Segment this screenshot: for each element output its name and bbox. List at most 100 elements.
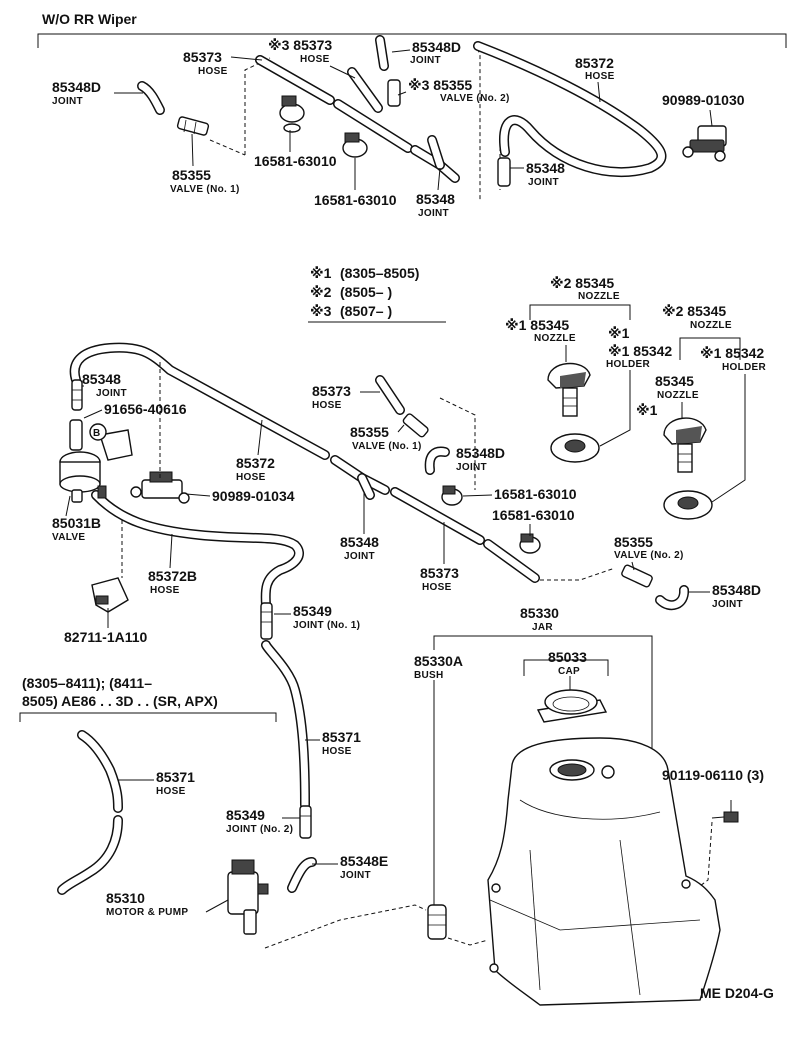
leader-line xyxy=(397,424,405,433)
label-star1-top: ※1 xyxy=(608,325,630,341)
check-valve-90989-01034 xyxy=(130,471,190,504)
label-85355-top-desc: VALVE (No. 1) xyxy=(170,184,240,195)
hose-85373-top-c xyxy=(347,67,383,113)
leader-line xyxy=(329,65,356,79)
check-valve-90989-01030 xyxy=(682,125,727,162)
legend-range-3: (8507– ) xyxy=(340,303,392,319)
label-85348d-right-num: 85348D xyxy=(712,582,761,598)
label-82711: 82711-1A110 xyxy=(64,629,148,645)
hose-85373-short xyxy=(375,375,405,415)
label-85348-top-mid-desc: JOINT xyxy=(418,208,449,219)
legend-range-1: (8305–8505) xyxy=(340,265,419,281)
cap-85033 xyxy=(536,689,608,723)
valve-85031b xyxy=(59,419,107,503)
dashed-lead-valve1 xyxy=(209,139,246,156)
label-90989-01034: 90989-01034 xyxy=(212,488,295,504)
label-85349-no2-desc: JOINT (No. 2) xyxy=(226,824,293,835)
label-85348-top-right-num: 85348 xyxy=(526,160,565,176)
label-85348-mid2-desc: JOINT xyxy=(344,551,375,562)
label-85348d-left-num: 85348D xyxy=(52,79,101,95)
label-85345-c-num: ※2 85345 xyxy=(662,303,726,319)
hose-85373-mid xyxy=(390,487,540,583)
label-85348d-right-desc: JOINT xyxy=(712,599,743,610)
hose-85372-mid xyxy=(69,342,330,460)
jar-bracket xyxy=(433,635,653,650)
label-85342-a-desc: HOLDER xyxy=(606,359,650,370)
label-85372-mid-num: 85372 xyxy=(236,455,275,471)
label-85373-mid-desc: HOSE xyxy=(422,582,452,593)
applicability-bracket xyxy=(19,712,277,722)
joint-85348-top-right xyxy=(497,157,511,187)
label-85371-main-desc: HOSE xyxy=(322,746,352,757)
label-85348d-mid-num: 85348D xyxy=(456,445,505,461)
holder-85342-b xyxy=(663,490,713,520)
bracket-91656: B xyxy=(89,423,133,461)
hose-85371-alt xyxy=(57,730,123,895)
label-85330a-num: 85330A xyxy=(414,653,463,669)
bush-85330a xyxy=(427,904,447,940)
label-85342-a-num: ※1 85342 xyxy=(608,343,672,359)
leader-line xyxy=(205,899,229,913)
label-85345-a-desc: NOZZLE xyxy=(578,291,620,302)
joint-85349-no1 xyxy=(260,602,273,640)
label-85348d-left-desc: JOINT xyxy=(52,96,83,107)
label-16581-top-b: 16581-63010 xyxy=(314,192,397,208)
label-85345-c-desc: NOZZLE xyxy=(690,320,732,331)
label-85345-b-desc: NOZZLE xyxy=(534,333,576,344)
label-85348-mid-desc: JOINT xyxy=(96,388,127,399)
label-85345-b-num: ※1 85345 xyxy=(505,317,569,333)
leader-line xyxy=(711,374,746,503)
bracket-82711 xyxy=(91,577,129,613)
label-85342-b-num: ※1 85342 xyxy=(700,345,764,361)
label-85330-desc: JAR xyxy=(532,622,553,633)
label-85372-top-desc: HOSE xyxy=(585,71,615,82)
nozzle-85345-b xyxy=(663,417,707,473)
label-85355-no2-desc: VALVE (No. 2) xyxy=(614,550,684,561)
leader-line xyxy=(709,109,713,127)
leader-line xyxy=(597,81,601,103)
label-85348d-top-num: 85348D xyxy=(412,39,461,55)
label-85355-star3-num: ※3 85355 xyxy=(408,77,472,93)
holder-85342-a xyxy=(550,433,600,463)
joint-85348e xyxy=(287,857,317,893)
label-85330a-desc: BUSH xyxy=(414,670,444,681)
leader-line xyxy=(191,133,194,167)
dashed-enclosure-top-right xyxy=(474,41,481,200)
leader-line xyxy=(391,49,411,53)
label-85373-star3-num: ※3 85373 xyxy=(268,37,332,53)
label-85372-mid-desc: HOSE xyxy=(236,472,266,483)
hose-85373-top xyxy=(255,55,335,105)
label-16581-top-a: 16581-63010 xyxy=(254,153,337,169)
label-85372b-num: 85372B xyxy=(148,568,197,584)
dashed-lead-screw xyxy=(699,821,713,887)
label-85372-top-num: 85372 xyxy=(575,55,614,71)
leader-bracket xyxy=(679,337,741,360)
diagram-reference: ME D204-G xyxy=(700,985,774,1001)
label-85033-num: 85033 xyxy=(548,649,587,665)
leader-bracket xyxy=(529,304,631,320)
joint-85348d-mid xyxy=(424,446,450,475)
leader-line xyxy=(230,56,263,61)
label-star1-mid: ※1 xyxy=(636,402,658,418)
legend-mark-2: ※2 xyxy=(310,284,332,300)
label-16581-mid-a: 16581-63010 xyxy=(494,486,577,502)
cap-bracket xyxy=(523,659,609,676)
label-85348e-desc: JOINT xyxy=(340,870,371,881)
applicability-line1: (8305–8411); (8411– xyxy=(22,675,152,691)
leader-line xyxy=(599,370,631,447)
label-85373-short-desc: HOSE xyxy=(312,400,342,411)
hose-85372b xyxy=(91,490,304,610)
applicability-line2: 8505) AE86 . . 3D . . (SR, APX) xyxy=(22,693,218,709)
legend: ※1 (8305–8505) ※2 (8505– ) ※3 (8507– ) xyxy=(308,265,446,323)
bolt-marker-b: B xyxy=(93,428,100,439)
label-85349-no2-num: 85349 xyxy=(226,807,265,823)
hose-85373-top-b xyxy=(333,99,413,153)
label-85348-top-right-desc: JOINT xyxy=(528,177,559,188)
label-85349-no1-num: 85349 xyxy=(293,603,332,619)
label-85345-d-desc: NOZZLE xyxy=(657,390,699,401)
label-85310-desc: MOTOR & PUMP xyxy=(106,907,188,918)
y-joint-85348-mid xyxy=(330,455,390,500)
joint-85349-no2 xyxy=(299,805,312,839)
clamp-16581-top-a xyxy=(279,95,305,133)
